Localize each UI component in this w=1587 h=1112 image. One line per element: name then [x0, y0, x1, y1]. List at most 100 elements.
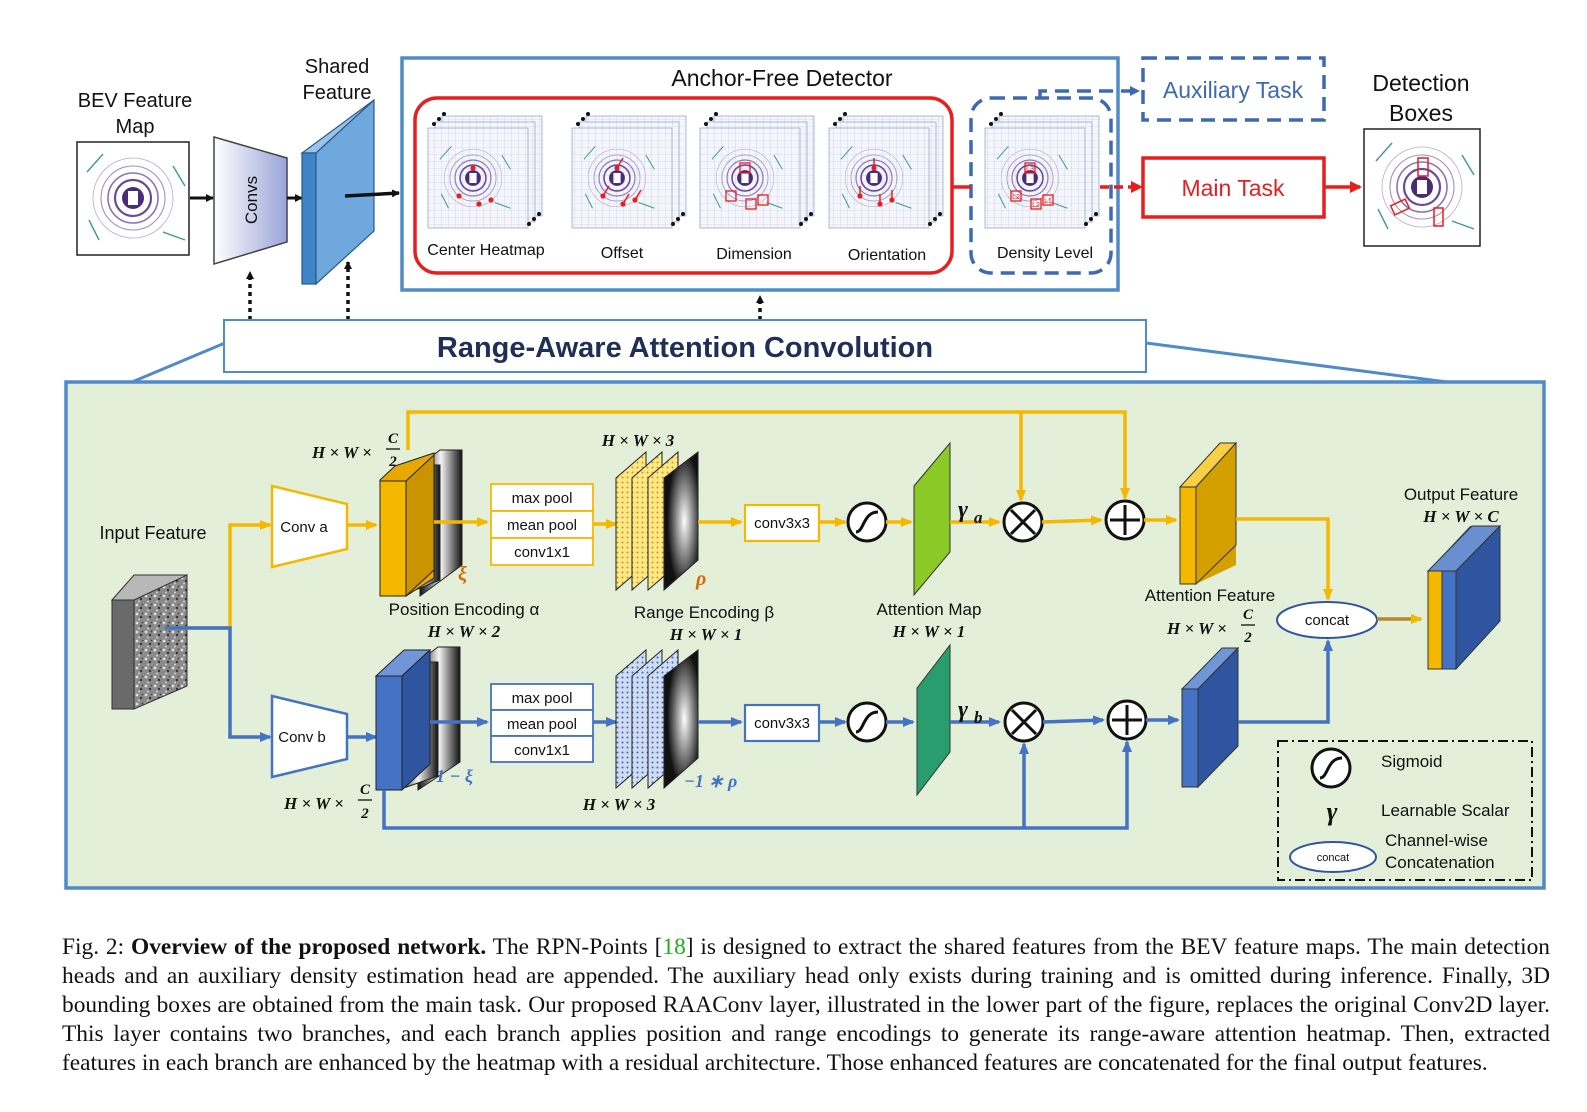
pool-a-mean: mean pool — [507, 517, 577, 534]
head-center-heatmap — [427, 112, 543, 229]
neg-rho-label: −1 ∗ ρ — [684, 771, 737, 791]
legend-concat-icon — [1289, 841, 1377, 873]
pool-a-conv1x1: conv1x1 — [514, 544, 570, 561]
attention-feature-a-block — [1178, 441, 1238, 586]
pool-b-mean: mean pool — [507, 716, 577, 733]
arrow-feature-b-to-concat — [1238, 639, 1333, 724]
attention-map-label: Attention Map — [877, 600, 982, 619]
concat-node-label: concat — [1305, 612, 1350, 629]
conv-a-block — [270, 484, 349, 569]
raaconv-title-box — [223, 319, 1147, 373]
dim-top-a: H × W × — [311, 443, 372, 462]
attention-feature-label: Attention Feature — [1145, 586, 1275, 605]
arrow-to-auxiliary — [1038, 86, 1140, 98]
head-label-center-heatmap: Center Heatmap — [427, 242, 544, 259]
legend-sigmoid-label: Sigmoid — [1381, 752, 1442, 771]
output-feature-label: Output Feature — [1404, 485, 1518, 504]
main-task-box — [1141, 156, 1326, 219]
range-encoding-label: Range Encoding β — [634, 603, 774, 622]
dim-top-a-num: C — [388, 431, 399, 447]
legend-gamma-symbol: γ — [1327, 797, 1338, 826]
auxiliary-task-label: Auxiliary Task — [1163, 77, 1304, 103]
dim-hw2-label: H × W × 2 — [427, 622, 501, 641]
detection-label-line2: Boxes — [1389, 100, 1453, 126]
legend-learnable-label: Learnable Scalar — [1381, 801, 1510, 820]
gamma-a-label: γ — [958, 497, 968, 523]
sigmoid-b-icon — [846, 701, 888, 743]
attention-feature-b-block — [1180, 646, 1240, 789]
legend-channel-wise-line2: Concatenation — [1385, 853, 1495, 872]
dim-attn-feature-den: 2 — [1243, 630, 1252, 646]
conv3x3-b-label: conv3x3 — [754, 715, 810, 732]
auxiliary-task-box — [1141, 56, 1326, 122]
conv-b-block — [270, 694, 349, 779]
dim-attn-feature-num: C — [1243, 607, 1254, 623]
pool-ops-b: max pool mean pool conv1x1 — [490, 683, 594, 763]
output-feature-block — [1426, 524, 1502, 671]
xi-label: ξ — [458, 563, 467, 585]
dim-top-a-den: 2 — [388, 454, 397, 470]
dim-hwc-label: H × W × C — [1422, 507, 1499, 526]
conv-a-label: Conv a — [280, 519, 328, 536]
arrow-input-to-conv-b — [165, 626, 272, 742]
arrow-mult-b-to-add — [1042, 715, 1105, 726]
zoom-line-right — [1145, 341, 1448, 384]
pool-b-max: max pool — [512, 690, 573, 707]
add-a-icon — [1104, 499, 1146, 541]
density-level-mark: L2 — [1012, 194, 1020, 201]
shared-feature-block — [300, 98, 375, 286]
one-minus-xi-label: 1 − ξ — [436, 766, 473, 787]
conv3x3-a-label: conv3x3 — [754, 515, 810, 532]
legend-concat-symbol: concat — [1317, 852, 1349, 864]
head-orientation — [828, 112, 944, 229]
arrow-feature-a-to-concat — [1236, 517, 1333, 601]
legend-channel-wise-line1: Channel-wise — [1385, 831, 1488, 850]
head-label-density-level: Density Level — [997, 245, 1093, 262]
pool-ops-a: max pool mean pool conv1x1 — [490, 483, 594, 566]
gamma-b-sub: b — [974, 708, 983, 727]
bev-label-line1: BEV Feature — [78, 90, 193, 112]
density-level-mark: L3 — [1026, 166, 1034, 173]
rho-label: ρ — [695, 568, 706, 590]
caption-prefix: Fig. 2: — [62, 934, 132, 961]
main-task-label: Main Task — [1181, 175, 1285, 201]
input-feature-block — [110, 574, 189, 710]
detection-boxes-image — [1363, 128, 1481, 247]
shared-label-line1: Shared — [305, 56, 370, 78]
raaconv-title: Range-Aware Attention Convolution — [437, 332, 933, 364]
density-level-mark: L2 — [1032, 202, 1040, 209]
anchor-free-detector-title: Anchor-Free Detector — [671, 65, 892, 91]
caption-part1: The RPN-Points [ — [486, 934, 663, 961]
head-label-dimension: Dimension — [716, 246, 792, 263]
zoom-line-left — [131, 341, 226, 384]
head-label-offset: Offset — [601, 245, 644, 262]
arrow-shared-to-detector — [344, 189, 400, 198]
attention-map-b — [916, 643, 951, 797]
range-encoding-stack-a — [615, 450, 699, 592]
shared-label-line2: Feature — [303, 82, 372, 104]
figure-caption: Fig. 2: Overview of the proposed network… — [62, 933, 1550, 1077]
pool-a-max: max pool — [512, 490, 573, 507]
legend-sigmoid-icon — [1310, 747, 1352, 789]
position-encoding-stack-b — [374, 646, 461, 792]
head-label-orientation: Orientation — [848, 247, 926, 264]
sigmoid-a-icon — [846, 501, 888, 543]
dim-hw3-bottom: H × W × 3 — [582, 795, 656, 814]
caption-bold: Overview of the proposed network. — [131, 934, 487, 961]
head-dimension — [699, 112, 815, 229]
range-encoding-stack-b — [615, 648, 699, 790]
density-level-mark: L1 — [1044, 198, 1052, 205]
gamma-a-sub: a — [974, 508, 983, 527]
legend: Sigmoid γ Learnable Scalar concat Channe… — [1277, 740, 1533, 881]
caption-part2: ] is designed to extract the shared feat… — [62, 934, 1550, 1076]
head-offset — [571, 112, 687, 229]
conv-b-label: Conv b — [278, 729, 326, 746]
residual-path-b — [382, 740, 1132, 830]
caption-citation-link[interactable]: 18 — [662, 934, 686, 961]
pool-b-conv1x1: conv1x1 — [514, 742, 570, 759]
multiply-a-icon — [1002, 501, 1044, 543]
anchor-free-detector-frame — [400, 56, 1120, 292]
dim-attn-feature: H × W × — [1166, 619, 1227, 638]
